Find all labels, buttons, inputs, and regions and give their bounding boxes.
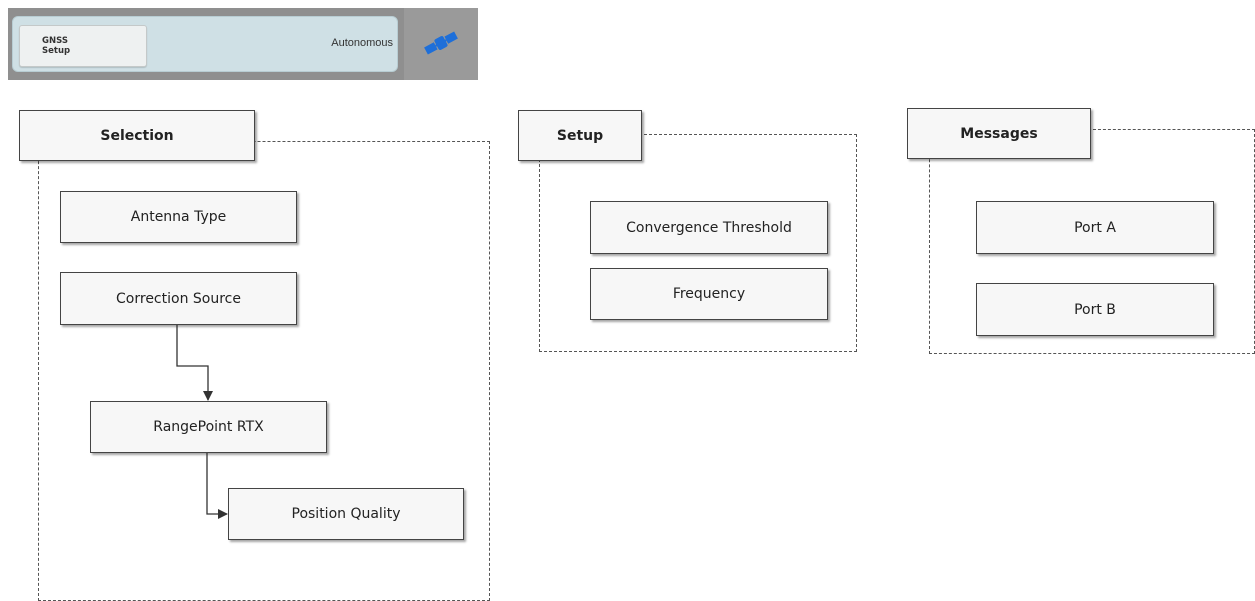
correction-source-label: Correction Source: [116, 290, 241, 307]
setup-title: Setup: [556, 127, 604, 144]
antenna-type-node[interactable]: Antenna Type: [60, 191, 297, 243]
rangepoint-rtx-label: RangePoint RTX: [153, 419, 264, 435]
selection-group-header: Selection: [19, 110, 255, 161]
port-b-node[interactable]: Port B: [976, 283, 1214, 336]
port-b-label: Port B: [1074, 301, 1116, 318]
gnss-status-bar: GNSS Setup Autonomous: [8, 8, 478, 80]
gnss-setup-button[interactable]: GNSS Setup: [19, 25, 147, 67]
setup-group-header: Setup: [518, 110, 642, 161]
gnss-setup-label: GNSS Setup: [42, 36, 71, 56]
status-panel: GNSS Setup Autonomous: [12, 16, 398, 72]
connector-rtx-to-quality: [206, 453, 228, 519]
port-a-label: Port A: [1074, 219, 1116, 236]
position-quality-node[interactable]: Position Quality: [228, 488, 464, 540]
convergence-threshold-label: Convergence Threshold: [626, 219, 792, 236]
frequency-label: Frequency: [672, 286, 746, 302]
positioning-mode: Autonomous: [331, 37, 393, 49]
messages-group-header: Messages: [907, 108, 1091, 159]
port-a-node[interactable]: Port A: [976, 201, 1214, 254]
satellite-button[interactable]: [404, 8, 478, 80]
setup-group-frame: [539, 134, 857, 352]
selection-title: Selection: [100, 127, 174, 144]
antenna-type-label: Antenna Type: [130, 209, 227, 225]
correction-source-node[interactable]: Correction Source: [60, 272, 297, 325]
convergence-threshold-node[interactable]: Convergence Threshold: [590, 201, 828, 254]
connector-correction-to-rtx: [176, 325, 213, 401]
satellite-icon: [424, 31, 458, 55]
frequency-node[interactable]: Frequency: [590, 268, 828, 320]
messages-title: Messages: [960, 125, 1038, 142]
position-quality-label: Position Quality: [291, 506, 401, 522]
rangepoint-rtx-node[interactable]: RangePoint RTX: [90, 401, 327, 453]
connector-lines: [176, 325, 228, 519]
